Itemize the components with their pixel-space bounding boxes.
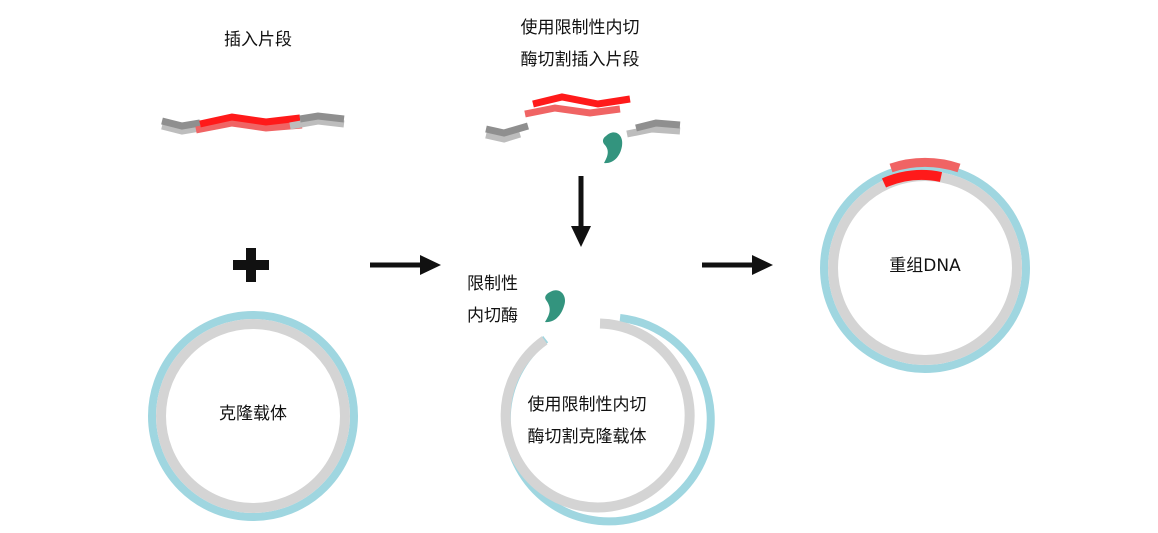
enzyme-shape-bottom [545, 290, 566, 323]
cut-insert-label-line1: 使用限制性内切 [520, 18, 640, 38]
cut-vector-inner-arc [500, 318, 695, 513]
cut-vector-ring [500, 290, 715, 526]
plus-icon [233, 248, 269, 282]
cut-right-flank-light [626, 125, 681, 138]
insert-left-flank-dark [161, 117, 201, 130]
cut-left-flank-dark [485, 122, 529, 137]
cut-insert-dark-strand [532, 93, 631, 108]
insert-left-flank-light [161, 122, 201, 135]
down-arrow-icon [571, 176, 591, 247]
insert-right-flank-light [289, 117, 345, 130]
right-arrow-icon-1 [370, 255, 441, 275]
recombinant-dna-label: 重组DNA [889, 256, 961, 276]
cut-right-flank-dark [635, 119, 681, 132]
cut-vector-label-line2: 酶切割克隆载体 [527, 427, 647, 447]
enzyme-label-line2: 内切酶 [467, 306, 518, 326]
insert-fragment-graphic [161, 112, 345, 135]
cut-insert-graphic [485, 93, 681, 164]
insert-right-flank-dark [299, 112, 345, 123]
cloning-vector-ring [148, 311, 358, 521]
cut-insert-label-line2: 酶切割插入片段 [520, 50, 640, 70]
recombinant-dna-ring [820, 157, 1030, 373]
right-arrow-icon-2 [702, 255, 773, 275]
cut-insert-light-strand [524, 104, 621, 118]
insert-dark-strand [199, 113, 301, 128]
cloning-vector-label: 克隆载体 [219, 404, 287, 424]
cut-left-flank-light [485, 130, 522, 143]
insert-light-strand [195, 119, 303, 134]
enzyme-label-line1: 限制性 [467, 274, 518, 294]
enzyme-shape-top [602, 132, 623, 164]
recombinant-insert-light [889, 157, 961, 173]
insert-fragment-label: 插入片段 [224, 30, 292, 50]
cut-vector-label-line1: 使用限制性内切 [527, 395, 647, 415]
recombinant-insert-dark [881, 169, 943, 188]
